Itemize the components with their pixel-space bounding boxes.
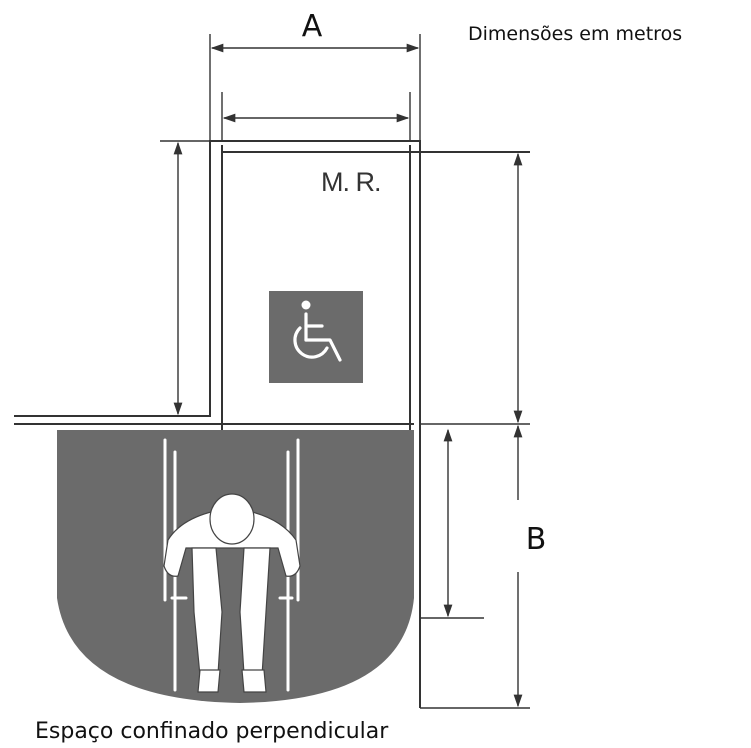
- dimension-label-a: A: [302, 9, 323, 44]
- dimension-label-b: B: [526, 522, 547, 557]
- reference-mark-label: M. R.: [321, 167, 381, 197]
- wheelchair-symbol-icon: [293, 300, 342, 362]
- dimension-lines: [173, 43, 523, 708]
- wheelchair-user-top-view-icon: [163, 438, 301, 693]
- accessibility-symbol: [269, 291, 363, 383]
- units-note: Dimensões em metros: [468, 23, 682, 45]
- caption: Espaço confinado perpendicular: [35, 719, 389, 744]
- maneuvering-area: [57, 430, 414, 703]
- extension-lines: [160, 34, 530, 709]
